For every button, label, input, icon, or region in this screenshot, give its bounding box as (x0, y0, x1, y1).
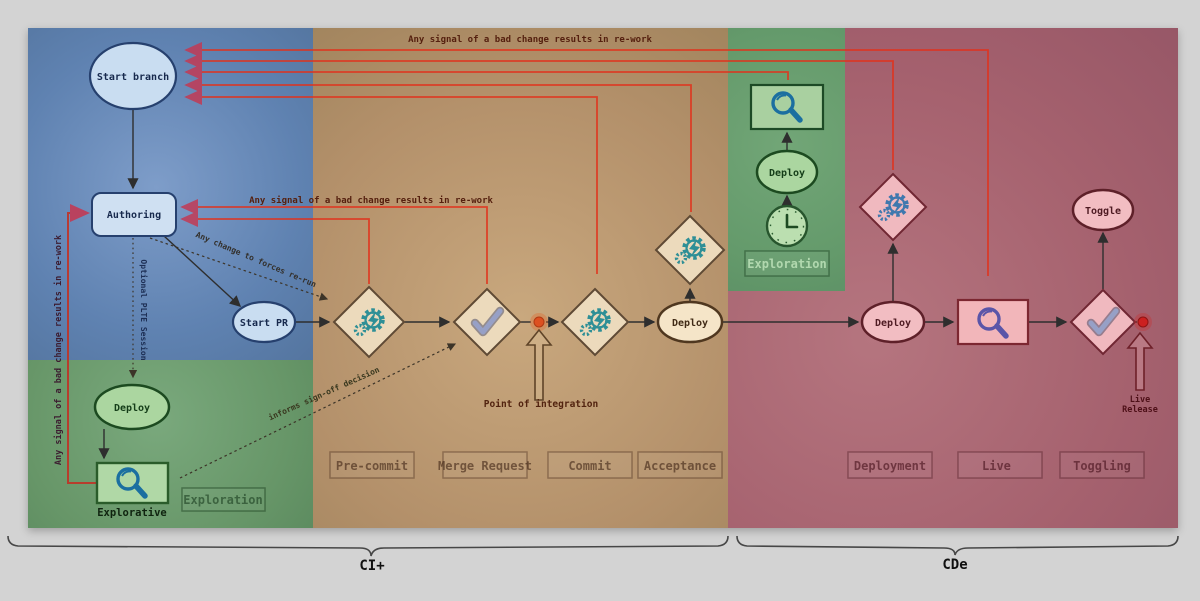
node-explorative-box (95, 461, 170, 505)
node-deploy-cde (860, 300, 926, 344)
diamond-build-3 (654, 214, 726, 286)
stage-commit: Commit (568, 459, 611, 473)
diamond-check-cde (1069, 288, 1137, 356)
region-ci (313, 28, 728, 528)
node-deploy-cde-label: Deploy (875, 318, 911, 329)
rework-arrows-authoring (180, 198, 488, 284)
rework-mid-text: Any signal of a bad change results in re… (249, 195, 493, 206)
node-deploy-exploration-label: Deploy (769, 168, 805, 179)
svg-text:Exploration: Exploration (747, 257, 826, 271)
diamond-build-2 (560, 287, 630, 357)
flow-arrows (98, 109, 1137, 460)
stage-acceptance: Acceptance (644, 459, 716, 473)
node-deploy-explore-label: Deploy (114, 403, 150, 414)
node-authoring-label: Authoring (107, 209, 161, 221)
node-live-inspect-box (956, 298, 1030, 346)
braces (7, 535, 1179, 557)
rework-left-text: Any signal of a bad change results in re… (53, 235, 64, 465)
node-explorative-label: Explorative (97, 507, 167, 519)
node-start-branch (88, 41, 178, 111)
node-explore-box-top (749, 83, 825, 131)
dashed-arrows (128, 237, 457, 479)
informs-signoff-text: informs sign-off decision (267, 364, 381, 422)
stage-merge-request: Merge Request (438, 459, 532, 473)
svg-text:Live: Live (1130, 394, 1150, 405)
diamond-build-cde (858, 172, 928, 242)
brace-label-ci: CI+ (359, 558, 384, 574)
label-exploration-top: Exploration (744, 250, 830, 277)
node-deploy-explore (93, 383, 171, 431)
rework-top-text: Any signal of a bad change results in re… (408, 34, 652, 45)
stage-pre-commit: Pre-commit (336, 459, 408, 473)
rework-arrows-top (184, 41, 989, 276)
stage-deployment: Deployment (854, 459, 926, 473)
live-release-arrow: Live Release (1122, 331, 1158, 415)
node-toggle (1071, 188, 1135, 232)
clock-icon (765, 204, 809, 248)
optional-plte-text: Optional PLTE Session (139, 259, 149, 360)
point-of-integration-dot (530, 313, 548, 331)
brace-label-cde: CDe (942, 557, 967, 573)
stage-labels-ci: Pre-commit Merge Request Commit Acceptan… (329, 451, 723, 479)
node-toggle-label: Toggle (1085, 206, 1121, 217)
point-of-integration-arrow: Point of integration (484, 328, 598, 410)
svg-text:Point of integration: Point of integration (484, 399, 598, 410)
svg-text:Release: Release (1122, 405, 1158, 415)
node-deploy-ci (656, 300, 724, 344)
node-authoring (91, 192, 177, 237)
diamond-check-ci (452, 287, 522, 357)
node-deploy-exploration (755, 149, 819, 195)
rework-arrow-left (67, 204, 96, 484)
label-exploration-left: Exploration (181, 487, 266, 512)
stage-live: Live (982, 459, 1011, 473)
node-start-pr-label: Start PR (240, 318, 289, 329)
region-exploration-left (28, 360, 313, 528)
diamond-build-1 (332, 285, 406, 359)
stage-toggling: Toggling (1073, 459, 1131, 473)
node-deploy-ci-label: Deploy (672, 318, 708, 329)
svg-text:Exploration: Exploration (183, 493, 262, 507)
node-start-branch-label: Start branch (97, 72, 169, 83)
stage-labels-cde: Deployment Live Toggling (847, 451, 1145, 479)
node-start-pr (231, 300, 297, 344)
live-release-dot (1134, 313, 1152, 331)
